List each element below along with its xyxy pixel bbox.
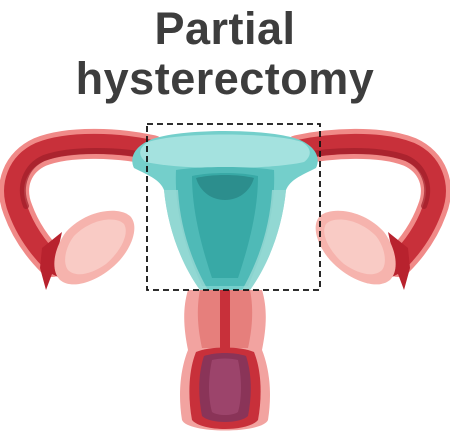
cervix (180, 290, 270, 431)
right-ovary (316, 211, 396, 285)
uterus-body-removed (132, 131, 317, 290)
left-ovary (54, 211, 134, 285)
